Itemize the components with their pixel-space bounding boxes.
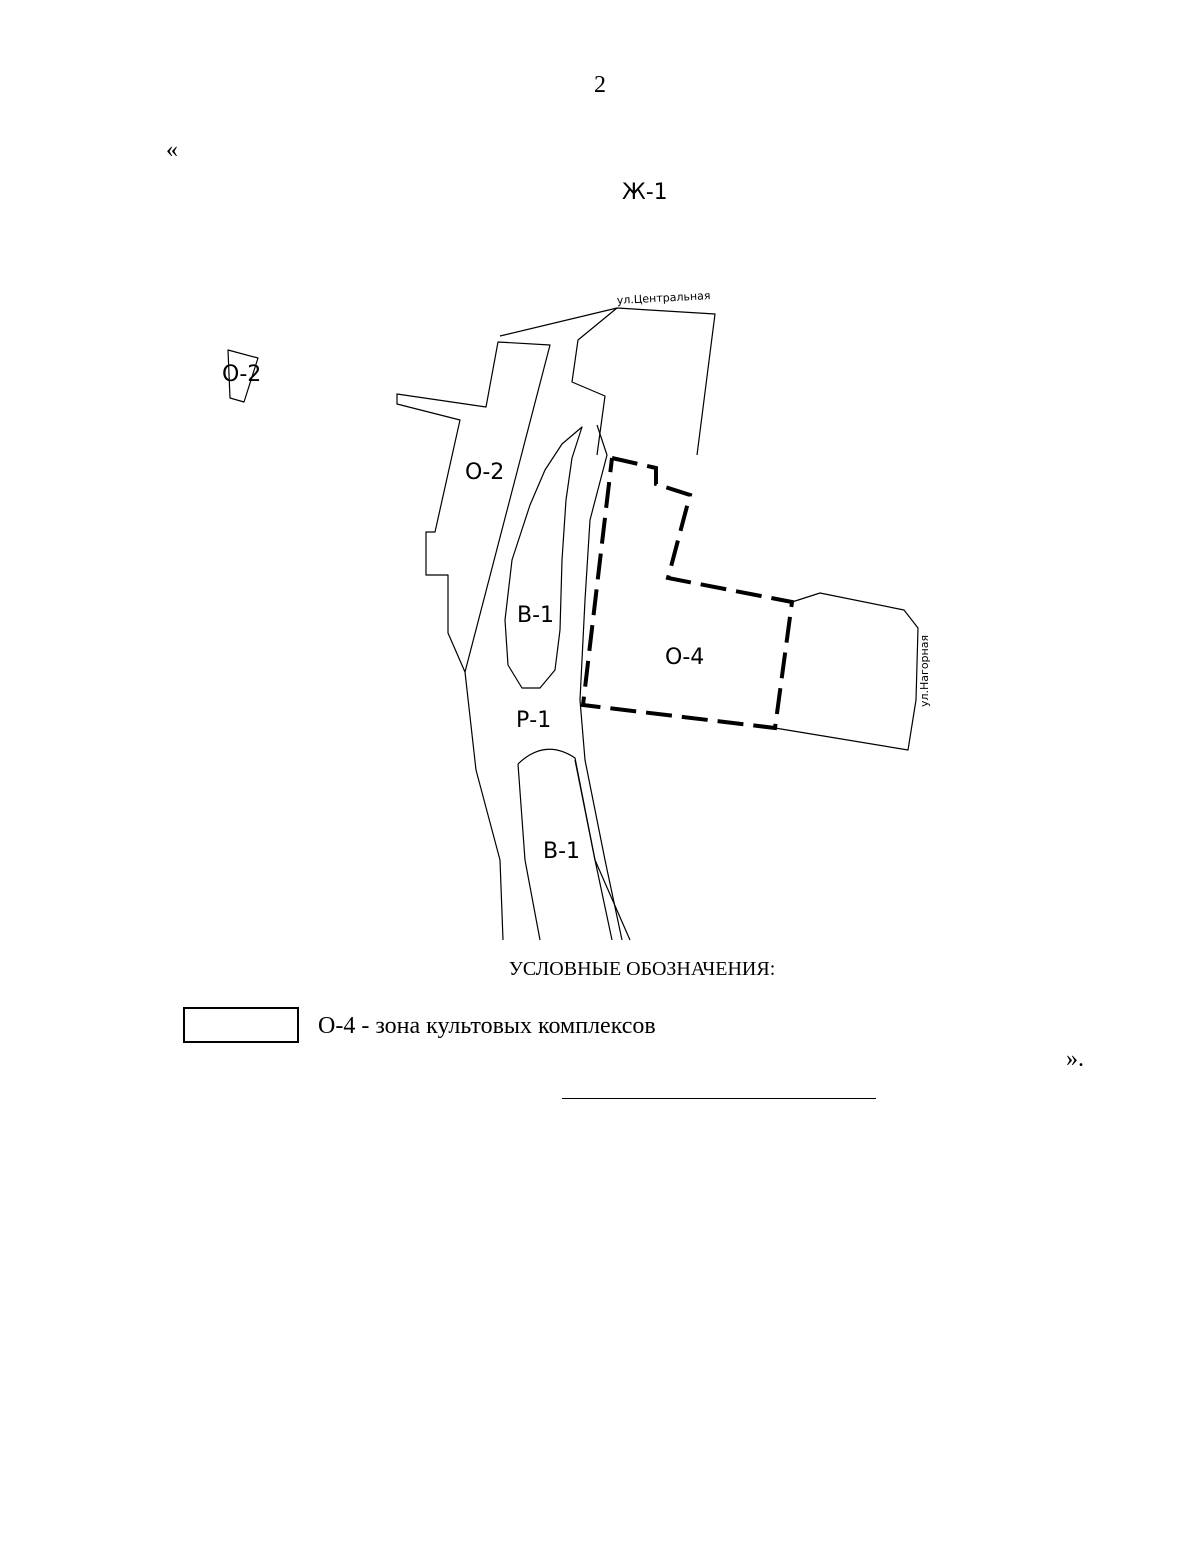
v1-upper-parcel bbox=[504, 426, 583, 689]
zone-label-o4: О-4 bbox=[665, 645, 704, 670]
central-street-line bbox=[499, 307, 716, 456]
closing-quote: ». bbox=[1066, 1046, 1084, 1072]
parcel-boundaries bbox=[227, 307, 919, 941]
zone-label-zh1: Ж-1 bbox=[622, 180, 668, 205]
road-west-edge bbox=[571, 307, 618, 456]
street-label-nagornaya: ул.Нагорная bbox=[918, 635, 931, 707]
o4-boundary-dashed bbox=[580, 456, 795, 731]
street-label-central: ул.Центральная bbox=[616, 289, 710, 307]
opening-quote: « bbox=[166, 137, 178, 163]
v1-lower-parcel bbox=[517, 748, 631, 941]
legend-item-o4: О-4 - зона культовых комплексов bbox=[318, 1013, 656, 1039]
o2-parcel bbox=[396, 341, 551, 673]
zone-label-o2-edge: О-2 bbox=[222, 362, 261, 387]
legend-swatch-o4 bbox=[183, 1007, 299, 1043]
road-west-lower bbox=[579, 424, 623, 941]
page-number: 2 bbox=[594, 72, 606, 98]
signature-line bbox=[562, 1098, 876, 1099]
o2-edge-parcel bbox=[227, 349, 259, 403]
o4-zone-boundary bbox=[580, 456, 795, 731]
nagornaya-parcel bbox=[774, 592, 919, 751]
zone-label-v1-upper: В-1 bbox=[517, 603, 554, 628]
road-east-edge bbox=[464, 671, 504, 941]
zone-label-v1-lower: В-1 bbox=[543, 839, 580, 864]
legend-title: УСЛОВНЫЕ ОБОЗНАЧЕНИЯ: bbox=[508, 958, 776, 980]
zone-label-r1: Р-1 bbox=[516, 708, 551, 733]
zone-label-o2: О-2 bbox=[465, 460, 504, 485]
